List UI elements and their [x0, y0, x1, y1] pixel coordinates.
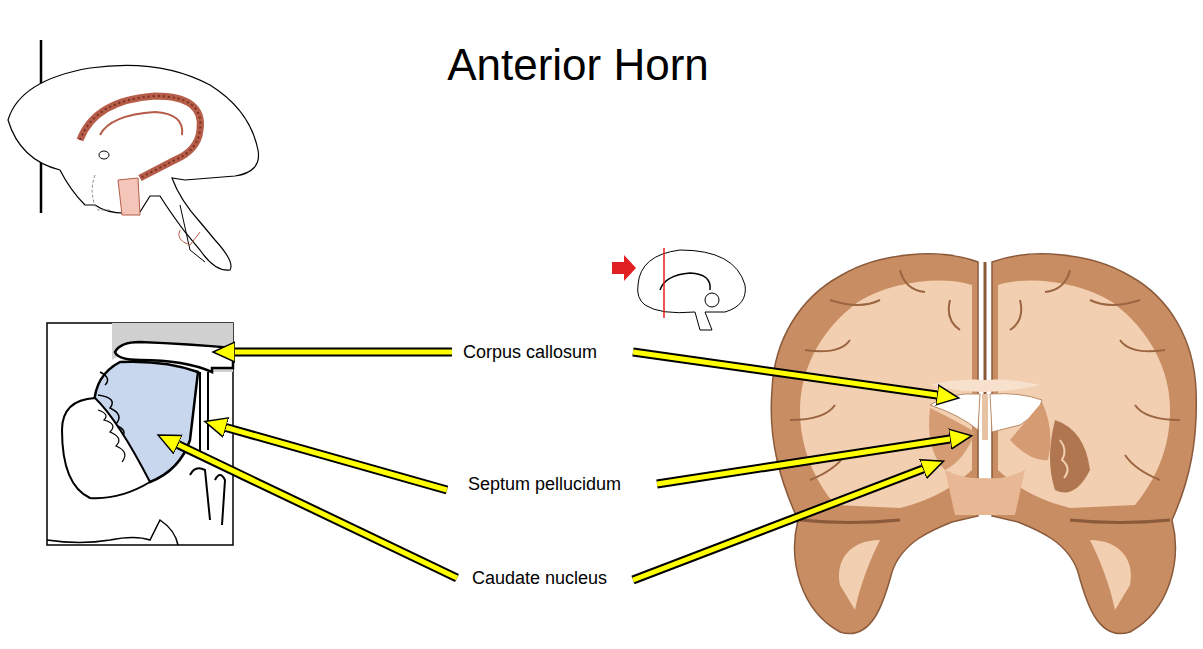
leader-arrow — [178, 445, 457, 578]
structure-label: Corpus callosum — [461, 341, 599, 364]
cerebellum — [705, 293, 719, 307]
arrow-outline — [633, 352, 937, 395]
base-outline — [47, 520, 178, 545]
longitudinal-fissure — [984, 262, 987, 395]
coronal-slice — [771, 254, 1196, 634]
septum-wall — [207, 372, 209, 450]
leader-arrow — [235, 350, 452, 355]
leader-arrow — [633, 469, 923, 580]
structure-label: Caudate nucleus — [470, 567, 609, 590]
fornix — [100, 112, 182, 135]
right-caudate — [1010, 402, 1050, 460]
hypothalamus — [92, 175, 110, 210]
structure-label: Septum pellucidum — [466, 473, 623, 496]
putamen — [62, 398, 150, 498]
brain-outline — [8, 65, 259, 270]
basal-structure — [190, 468, 225, 525]
temporal-white — [1090, 540, 1131, 610]
orientation-icon — [612, 248, 745, 330]
arrow-outline — [235, 348, 452, 357]
thalamus — [118, 178, 140, 215]
temporal-white — [839, 540, 880, 610]
lateral-fissure — [800, 520, 1170, 523]
frame — [47, 323, 233, 545]
sagittal-schematic — [8, 40, 259, 270]
brainstem — [180, 205, 205, 262]
coronal-schematic — [47, 323, 233, 545]
putamen — [1050, 420, 1090, 493]
septum — [982, 394, 988, 440]
sulci — [790, 270, 1180, 480]
brain-outline — [638, 250, 746, 330]
view-arrow — [612, 255, 636, 281]
slide-title: Anterior Horn — [0, 40, 1156, 90]
corpus-callosum — [930, 380, 1040, 392]
septum-wall — [199, 372, 201, 455]
basal-forebrain — [945, 470, 1025, 515]
arrow-outline — [633, 469, 923, 580]
section-line — [663, 248, 665, 318]
leader-arrow — [633, 352, 937, 395]
corpus-callosum-speckle — [80, 96, 200, 178]
striations — [98, 410, 125, 462]
right-hemisphere — [992, 254, 1196, 634]
leader-arrows — [178, 352, 950, 580]
vessel — [179, 230, 200, 245]
striations — [1060, 440, 1068, 478]
corpus-callosum — [660, 273, 710, 290]
arrow-outline — [178, 445, 457, 578]
foramen — [99, 151, 109, 159]
corpus-callosum — [80, 96, 200, 178]
